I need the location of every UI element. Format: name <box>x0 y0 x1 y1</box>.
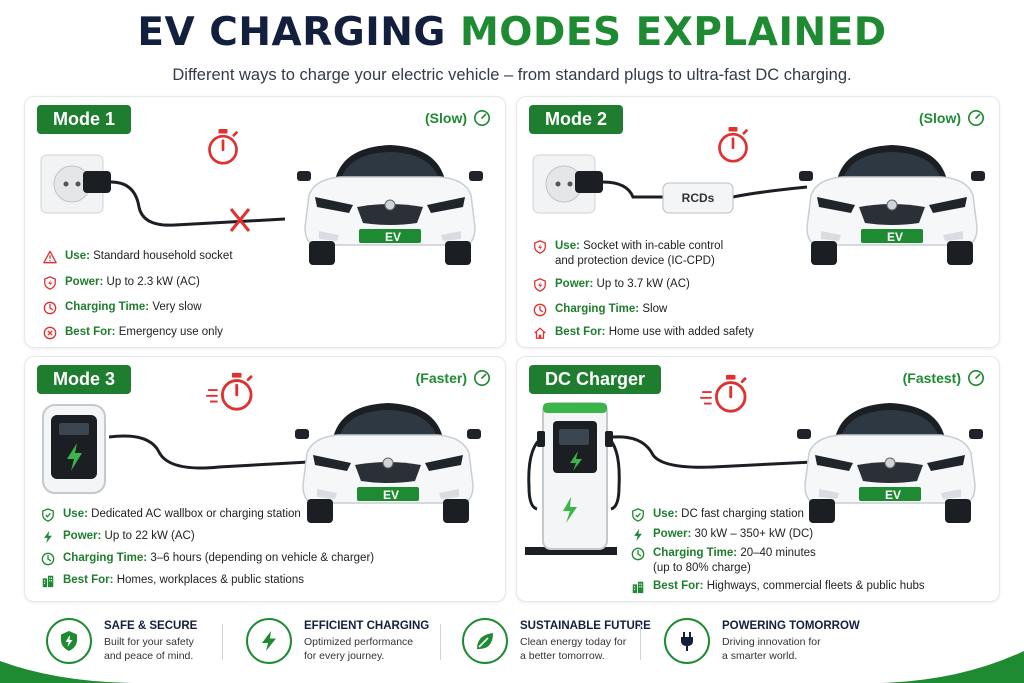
dc-time: Charging Time: 20–40 minutes(up to 80% c… <box>631 546 816 576</box>
car-image <box>295 135 485 270</box>
mode-3-power: Power: Up to 22 kW (AC) <box>41 529 195 544</box>
building-icon <box>631 580 645 594</box>
bolt-icon <box>41 530 55 544</box>
mode-2-speed-label: (Slow) <box>919 110 961 126</box>
car-image <box>795 393 985 528</box>
fast-stopwatch-icon <box>206 371 253 411</box>
fast-stopwatch-icon <box>700 373 747 413</box>
footer-divider <box>440 624 441 660</box>
dc-use: Use: DC fast charging station <box>631 507 804 522</box>
plug-icon <box>575 171 603 193</box>
car-image <box>797 135 987 270</box>
mode-2-speed: (Slow) <box>919 109 985 127</box>
car-label: EV <box>382 488 399 502</box>
shield-bolt-icon <box>46 618 92 664</box>
dc-charger-card: DC Charger (Fastest) EV Use: DC fast cha… <box>516 356 1000 602</box>
clock-icon <box>631 547 645 561</box>
mode-2-badge: Mode 2 <box>529 105 624 134</box>
bolt-icon <box>246 618 292 664</box>
warning-icon <box>43 250 57 264</box>
mode-1-badge: Mode 1 <box>37 105 132 134</box>
dc-power: Power: 30 kW – 350+ kW (DC) <box>631 527 813 542</box>
mode-3-badge: Mode 3 <box>37 365 132 394</box>
charging-cable <box>110 180 286 227</box>
speed-gauge-icon <box>967 369 985 387</box>
charging-cable <box>602 180 808 199</box>
mode-1-best: Best For: Emergency use only <box>43 325 223 340</box>
cross-icon <box>229 208 251 232</box>
mode-3-card: Mode 3 (Faster) EV Use: Dedicated AC wal… <box>24 356 506 602</box>
leaf-icon <box>462 618 508 664</box>
car-label: EV <box>384 230 401 244</box>
x-circle-icon <box>43 326 57 340</box>
mode-1-illustration <box>40 154 286 232</box>
page-subtitle: Different ways to charge your electric v… <box>172 66 852 84</box>
mode-1-card: Mode 1 (Slow) EV Use: Standard household… <box>24 96 506 348</box>
power-icon <box>43 276 57 290</box>
title-part-2: MODES EXPLAINED <box>460 10 887 55</box>
mode-3-speed: (Faster) <box>416 369 491 387</box>
footer-divider <box>222 624 223 660</box>
car-image <box>293 393 483 528</box>
clock-icon <box>41 552 55 566</box>
dc-charger-badge: DC Charger <box>529 365 662 394</box>
mode-2-time: Charging Time: Slow <box>533 302 667 317</box>
mode-1-speed-label: (Slow) <box>425 110 467 126</box>
building-icon <box>41 574 55 588</box>
mode-3-use: Use: Dedicated AC wallbox or charging st… <box>41 507 301 522</box>
speed-gauge-icon <box>473 109 491 127</box>
footer-divider <box>640 624 641 660</box>
mode-2-card: Mode 2 (Slow) RCDs EV Use: Socket with i… <box>516 96 1000 348</box>
charging-cable <box>109 434 309 470</box>
mode-1-time: Charging Time: Very slow <box>43 300 202 315</box>
clock-icon <box>533 303 547 317</box>
mode-3-best: Best For: Homes, workplaces & public sta… <box>41 573 304 588</box>
charging-cable <box>613 435 813 469</box>
mode-1-speed: (Slow) <box>425 109 491 127</box>
shield-icon <box>41 508 55 522</box>
title-part-1: EV CHARGING <box>137 10 446 55</box>
plug-icon <box>83 171 111 193</box>
mode-2-illustration <box>532 154 808 214</box>
mode-2-power: Power: Up to 3.7 kW (AC) <box>533 277 690 292</box>
mode-3-speed-label: (Faster) <box>415 370 467 386</box>
footer-wave <box>0 651 1024 683</box>
power-icon <box>533 278 547 292</box>
rcd-box <box>662 182 734 214</box>
shield-icon <box>631 508 645 522</box>
mode-1-power: Power: Up to 2.3 kW (AC) <box>43 275 200 290</box>
mode-1-use: Use: Standard household socket <box>43 249 233 264</box>
bolt-icon <box>631 528 645 542</box>
plug-icon <box>664 618 710 664</box>
dc-best: Best For: Highways, commercial fleets & … <box>631 579 925 594</box>
dc-charger-speed: (Fastest) <box>903 369 985 387</box>
wallbox-image <box>42 404 106 494</box>
dc-charger-speed-label: (Fastest) <box>902 370 961 386</box>
clock-icon <box>43 301 57 315</box>
home-icon <box>533 326 547 340</box>
speed-gauge-icon <box>473 369 491 387</box>
page-title: EV CHARGING MODES EXPLAINED <box>0 10 1024 55</box>
power-icon <box>533 240 547 254</box>
car-label: EV <box>886 230 903 244</box>
car-label: EV <box>884 488 901 502</box>
mode-3-time: Charging Time: 3–6 hours (depending on v… <box>41 551 374 566</box>
mode-2-best: Best For: Home use with added safety <box>533 325 754 340</box>
speed-gauge-icon <box>967 109 985 127</box>
rcd-label: RCDs <box>681 191 715 205</box>
dc-charger-station-image <box>525 402 621 555</box>
